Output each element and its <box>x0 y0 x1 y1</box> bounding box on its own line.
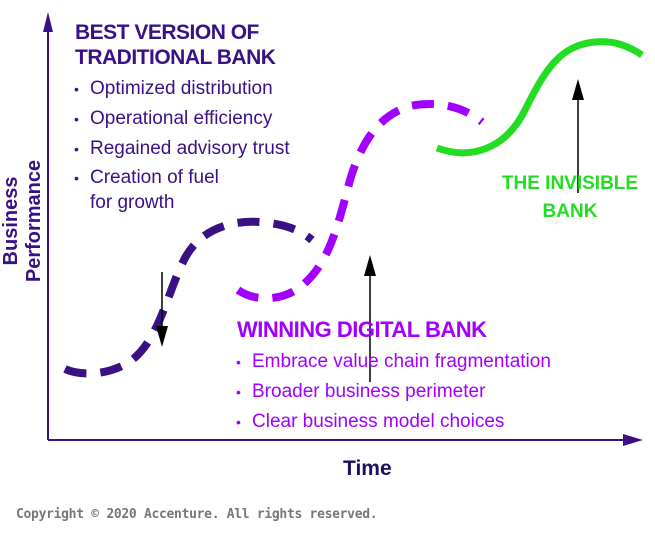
bullet: Operational efficiency <box>74 104 290 134</box>
invisible-bank-curve <box>435 38 644 157</box>
digital-bullets: Embrace value chain fragmentation Broade… <box>236 347 551 437</box>
x-axis-label: Time <box>343 457 392 480</box>
bullet: Clear business model choices <box>236 407 551 437</box>
copyright-text: Copyright © 2020 Accenture. All rights r… <box>16 507 378 522</box>
invisible-line1: THE INVISIBLE <box>501 173 639 194</box>
traditional-bullets: Optimized distribution Operational effic… <box>74 74 290 192</box>
bullet: Optimized distribution <box>74 74 290 104</box>
bullet: Broader business perimeter <box>236 377 551 407</box>
bullet: Creation of fuel <box>74 164 290 192</box>
traditional-title-line1: BEST VERSION OF <box>75 21 259 44</box>
y-axis-label: Business Performance <box>0 159 45 283</box>
bullet: Embrace value chain fragmentation <box>236 347 551 377</box>
traditional-bank-title: BEST VERSION OF TRADITIONAL BANK <box>75 20 276 70</box>
traditional-bank-curve <box>63 217 315 378</box>
bullet-continuation: for growth <box>90 192 175 213</box>
green-up-arrow-head <box>572 79 584 100</box>
digital-bank-curve <box>235 99 485 303</box>
up-arrow-head <box>364 255 376 276</box>
traditional-title-line2: TRADITIONAL BANK <box>75 46 276 69</box>
y-axis-arrowhead <box>43 12 53 32</box>
down-arrow-head <box>156 326 168 347</box>
invisible-line2: BANK <box>542 201 598 222</box>
x-axis-arrowhead <box>623 434 643 446</box>
invisible-bank-label: THE INVISIBLE BANK <box>500 170 640 226</box>
bullet: Regained advisory trust <box>74 134 290 164</box>
digital-bank-title: WINNING DIGITAL BANK <box>237 317 487 342</box>
